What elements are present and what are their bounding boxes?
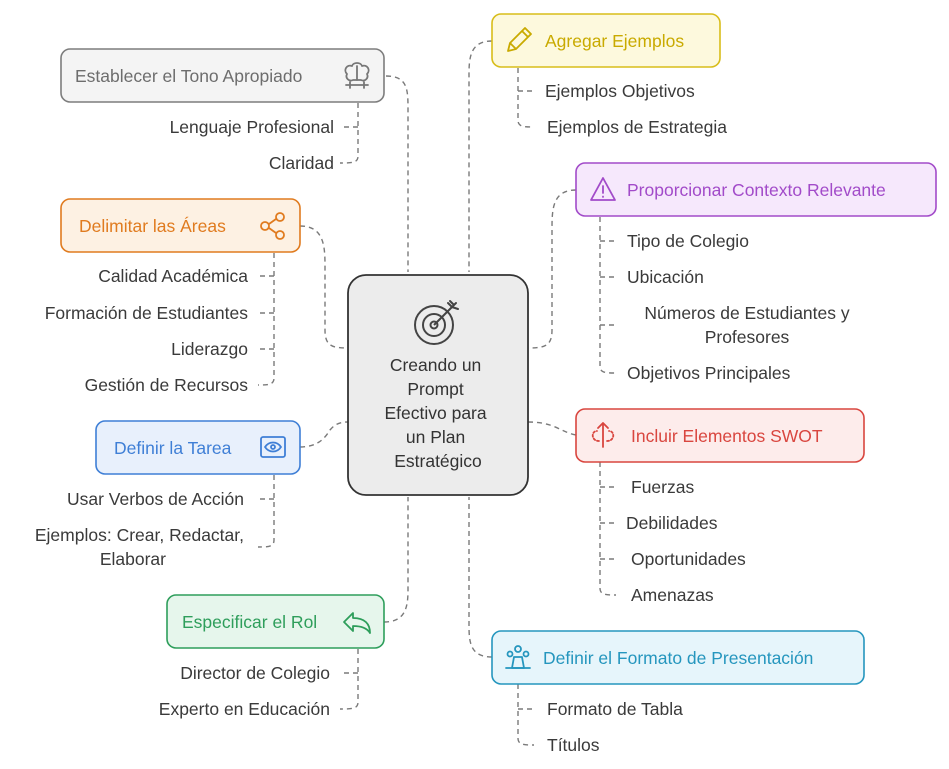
presentation-icon [505,645,531,669]
connector-swot [527,421,577,436]
svg-text:Creando un Prompt: Creando un Prompt Efectivo para un Plan … [384,355,491,471]
connector-areas [299,225,349,349]
leaf-rol-1: Experto en Educación [159,699,330,719]
branch-formato-label: Definir el Formato de Presentación [543,648,813,668]
connector-tono [385,75,409,272]
branch-swot-label: Incluir Elementos SWOT [631,426,823,446]
branch-areas-label: Delimitar las Áreas [79,216,226,236]
connector-rol [383,497,409,623]
pencil-icon [507,27,532,52]
leaf-swot-1: Debilidades [626,513,718,533]
branch-contexto[interactable]: Proporcionar Contexto Relevante [575,162,937,217]
branch-formato[interactable]: Definir el Formato de Presentación [491,630,865,685]
center-line-5: Estratégico [394,451,482,471]
leaf-contexto-2: Números de Estudiantes y [644,303,849,323]
center-line-1: Creando un [390,355,481,375]
branch-tono[interactable]: Establecer el Tono Apropiado [60,48,385,103]
connectors [257,40,617,746]
target-icon [414,300,459,345]
branch-rol[interactable]: Especificar el Rol [166,594,385,649]
leaf-areas-1: Formación de Estudiantes [45,303,249,323]
leaf-swot-3: Amenazas [631,585,714,605]
leaf-tono-0: Lenguaje Profesional [170,117,334,137]
leaf-contexto-0: Tipo de Colegio [627,231,749,251]
leaf-contexto-4: Objetivos Principales [627,363,791,383]
leaf-ejemplos-1: Ejemplos de Estrategia [547,117,727,137]
share-icon [260,212,285,240]
leaf-contexto-3: Profesores [705,327,790,347]
branch-contexto-label: Proporcionar Contexto Relevante [627,180,886,200]
center-line-4: un Plan [406,427,465,447]
leaf-areas-2: Liderazgo [171,339,248,359]
branch-ejemplos[interactable]: Agregar Ejemplos [491,13,721,68]
branch-tarea-label: Definir la Tarea [114,438,232,458]
growth-arrow-icon [591,422,615,448]
connector-tarea [299,421,349,448]
center-line-2: Prompt [407,379,464,399]
leaf-areas-3: Gestión de Recursos [85,375,249,395]
leaf-tarea-0: Usar Verbos de Acción [67,489,244,509]
branch-tarea[interactable]: Definir la Tarea [95,420,301,475]
center-node[interactable]: Creando un Prompt Efectivo para un Plan … [347,274,529,496]
leaf-swot-2: Oportunidades [631,549,746,569]
branch-swot[interactable]: Incluir Elementos SWOT [575,408,865,463]
leaf-tarea-2: Elaborar [100,549,166,569]
leaf-tono-1: Claridad [269,153,334,173]
leaf-swot-0: Fuerzas [631,477,694,497]
reply-arrow-icon [343,612,371,634]
leaf-formato-0: Formato de Tabla [547,699,683,719]
leaf-rol-0: Director de Colegio [180,663,330,683]
branch-ejemplos-label: Agregar Ejemplos [545,31,684,51]
leaf-formato-1: Títulos [547,735,600,755]
branch-rol-label: Especificar el Rol [182,612,317,632]
warning-icon [590,177,616,201]
brain-icon [344,62,370,89]
connector-contexto [527,189,577,349]
branch-tono-label: Establecer el Tono Apropiado [75,66,302,86]
eye-icon [260,436,286,458]
connector-ejemplos [468,40,493,272]
leaf-contexto-1: Ubicación [627,267,704,287]
center-line-3: Efectivo para [384,403,486,423]
branch-areas[interactable]: Delimitar las Áreas [60,198,301,253]
leaf-tarea-1: Ejemplos: Crear, Redactar, [35,525,244,545]
leaf-areas-0: Calidad Académica [98,266,248,286]
leaf-ejemplos-0: Ejemplos Objetivos [545,81,695,101]
connector-formato [468,497,493,658]
